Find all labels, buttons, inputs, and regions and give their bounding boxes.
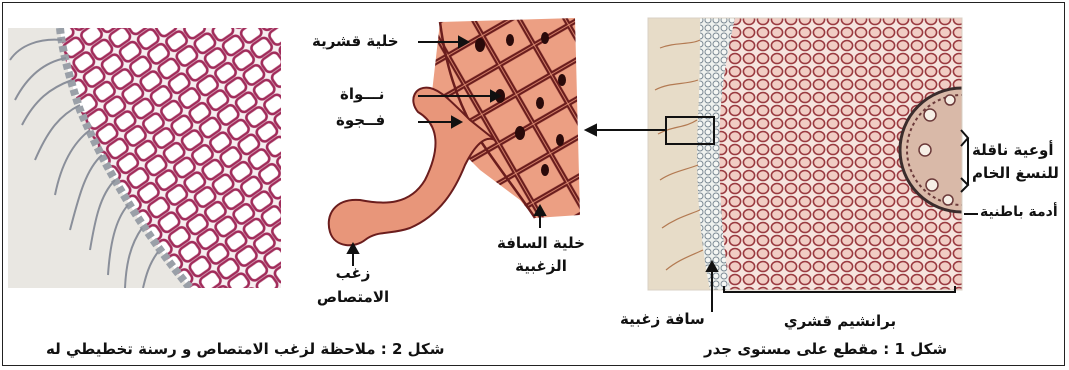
figure1-caption: شكل 1 : مقطع على مستوى جدر — [704, 340, 947, 358]
label-epidermal-cell: خلية قشرية — [312, 32, 399, 50]
label-cortical-parenchyma: برانشيم قشري — [770, 312, 910, 330]
label-piliferous-cell-2: الزغبية — [486, 257, 596, 275]
figure2-caption: شكل 2 : ملاحظة لزغب الامتصاص و رسنة تخطي… — [46, 340, 445, 358]
label-xylem-2: للنسغ الخام — [972, 164, 1059, 182]
label-xylem-1: أوعية ناقلة — [972, 141, 1053, 159]
label-piliferous-cell-1: خلية السافة — [486, 234, 596, 252]
label-root-hair-2: الامتصاص — [300, 288, 406, 306]
label-endodermis: أدمة باطنية — [980, 204, 1058, 220]
label-piliferous-layer: سافة زغبية — [620, 310, 705, 328]
label-root-hair-1: زغب — [322, 264, 384, 282]
root-hair-photo — [8, 28, 281, 288]
label-vacuole: فــجوة — [336, 111, 385, 129]
label-nucleus: نـــواة — [340, 85, 384, 103]
